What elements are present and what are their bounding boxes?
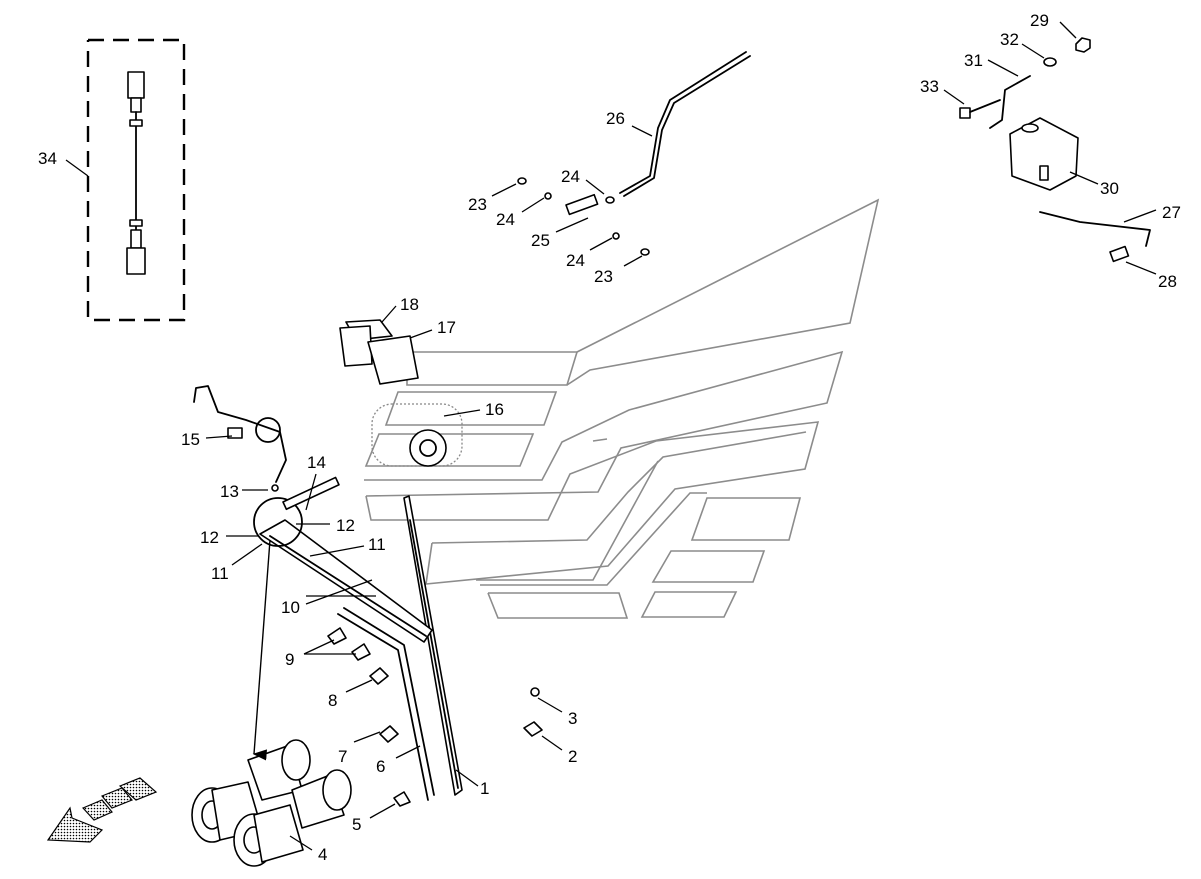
check-valve-28 — [1109, 245, 1130, 263]
callout-24-b: 24 — [561, 167, 580, 186]
callout-23-b: 23 — [594, 267, 613, 286]
callout-33: 33 — [920, 77, 939, 96]
callout-29: 29 — [1030, 11, 1049, 30]
vehicle-body-outline — [364, 198, 880, 619]
washer-32 — [1043, 57, 1057, 67]
callout-2: 2 — [568, 747, 577, 766]
callout-8: 8 — [328, 691, 337, 710]
callout-12: 12 — [200, 528, 219, 547]
wiper-arm-10-11 — [253, 476, 435, 801]
callout-34: 34 — [38, 149, 57, 168]
callout-15: 15 — [181, 430, 200, 449]
callout-5: 5 — [352, 815, 361, 834]
wiper-blade-1 — [403, 495, 463, 796]
front-direction-arrow — [46, 777, 158, 843]
callout-14: 14 — [307, 453, 326, 472]
hose-27 — [1039, 211, 1151, 247]
callout-30: 30 — [1100, 179, 1119, 198]
callout-31: 31 — [964, 51, 983, 70]
callout-10: 10 — [281, 598, 300, 617]
callout-23: 23 — [468, 195, 487, 214]
washer-hose-15 — [193, 385, 287, 492]
callout-17: 17 — [437, 318, 456, 337]
washer-tube-26 — [619, 51, 751, 197]
callout-24: 24 — [496, 210, 515, 229]
callout-16: 16 — [485, 400, 504, 419]
bolt-33 — [959, 99, 1001, 119]
callout-3: 3 — [568, 709, 577, 728]
relay-17-18 — [339, 319, 419, 385]
callout-7: 7 — [338, 747, 347, 766]
callout-labels: 34 1 2 3 4 5 6 7 8 9 10 11 11 12 12 13 1… — [38, 11, 1181, 864]
callout-26: 26 — [606, 109, 625, 128]
callout-24-c: 24 — [566, 251, 585, 270]
nozzle-assembly-23-25 — [517, 177, 650, 256]
callout-6: 6 — [376, 757, 385, 776]
bracket-31 — [989, 75, 1031, 129]
harness-kit-34 — [86, 38, 186, 322]
callout-1: 1 — [480, 779, 489, 798]
leader-lines — [65, 21, 1157, 851]
callout-13: 13 — [220, 482, 239, 501]
callout-27: 27 — [1162, 203, 1181, 222]
washer-reservoir-30 — [1009, 117, 1079, 191]
callout-12-b: 12 — [336, 516, 355, 535]
callout-25: 25 — [531, 231, 550, 250]
clips-2-3-5-7-8-9 — [327, 627, 543, 807]
callout-18: 18 — [400, 295, 419, 314]
callout-32: 32 — [1000, 30, 1019, 49]
callout-9: 9 — [285, 650, 294, 669]
callout-4: 4 — [318, 845, 327, 864]
nut-29 — [1075, 37, 1091, 53]
callout-11-b: 11 — [368, 535, 386, 554]
washer-pump-16 — [371, 403, 463, 467]
callout-28: 28 — [1158, 272, 1177, 291]
callout-11: 11 — [211, 564, 229, 583]
